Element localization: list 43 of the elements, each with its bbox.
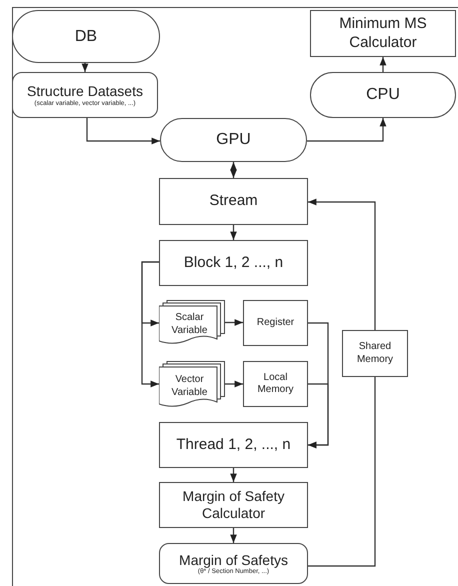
node-label: Margin of Safety Calculator <box>182 488 286 522</box>
node-label: DB <box>74 26 98 46</box>
terminal-node <box>310 72 456 118</box>
node-label: Margin of Safetys <box>178 552 289 568</box>
connector-arrow <box>225 319 243 326</box>
connector-arrow <box>307 118 386 142</box>
terminal-node <box>159 543 308 584</box>
node-label: Local Memory <box>256 372 295 396</box>
process-box <box>342 330 408 377</box>
node-label: Vector Variable <box>170 373 208 399</box>
connector-arrow <box>230 468 237 482</box>
node-label: Thread 1, 2, ..., n <box>175 436 292 454</box>
node-label: Block 1, 2 ..., n <box>182 254 284 272</box>
terminal-node <box>160 118 307 162</box>
connector-arrow <box>230 162 237 178</box>
connector-arrow <box>308 383 329 448</box>
process-box <box>159 178 308 225</box>
process-box <box>159 482 308 528</box>
node-label: GPU <box>215 130 252 150</box>
connector-arrow <box>230 225 237 240</box>
process-box <box>243 300 308 346</box>
process-box <box>243 361 308 407</box>
connector-arrow <box>225 380 243 388</box>
node-label: Scalar Variable <box>170 311 208 337</box>
multi-document-shape <box>159 300 225 345</box>
node-label: Minimum MS Calculator <box>338 14 428 52</box>
connector-arrow <box>308 198 376 330</box>
connector-arrow <box>86 118 160 144</box>
process-box <box>12 72 158 118</box>
node-label: Register <box>256 316 296 330</box>
process-box <box>159 240 308 286</box>
node-label: Stream <box>208 192 259 211</box>
connector-arrow <box>230 528 237 543</box>
process-box <box>310 10 456 57</box>
connector-arrow <box>141 261 159 388</box>
node-label: Shared Memory <box>356 341 394 366</box>
multi-document-shape <box>159 361 225 408</box>
connector-arrow <box>380 57 386 72</box>
node-label: CPU <box>365 85 401 105</box>
terminal-node <box>12 10 160 63</box>
node-label: Structure Datasets <box>26 83 144 100</box>
process-box <box>159 422 308 468</box>
connector-arrow <box>82 63 88 72</box>
